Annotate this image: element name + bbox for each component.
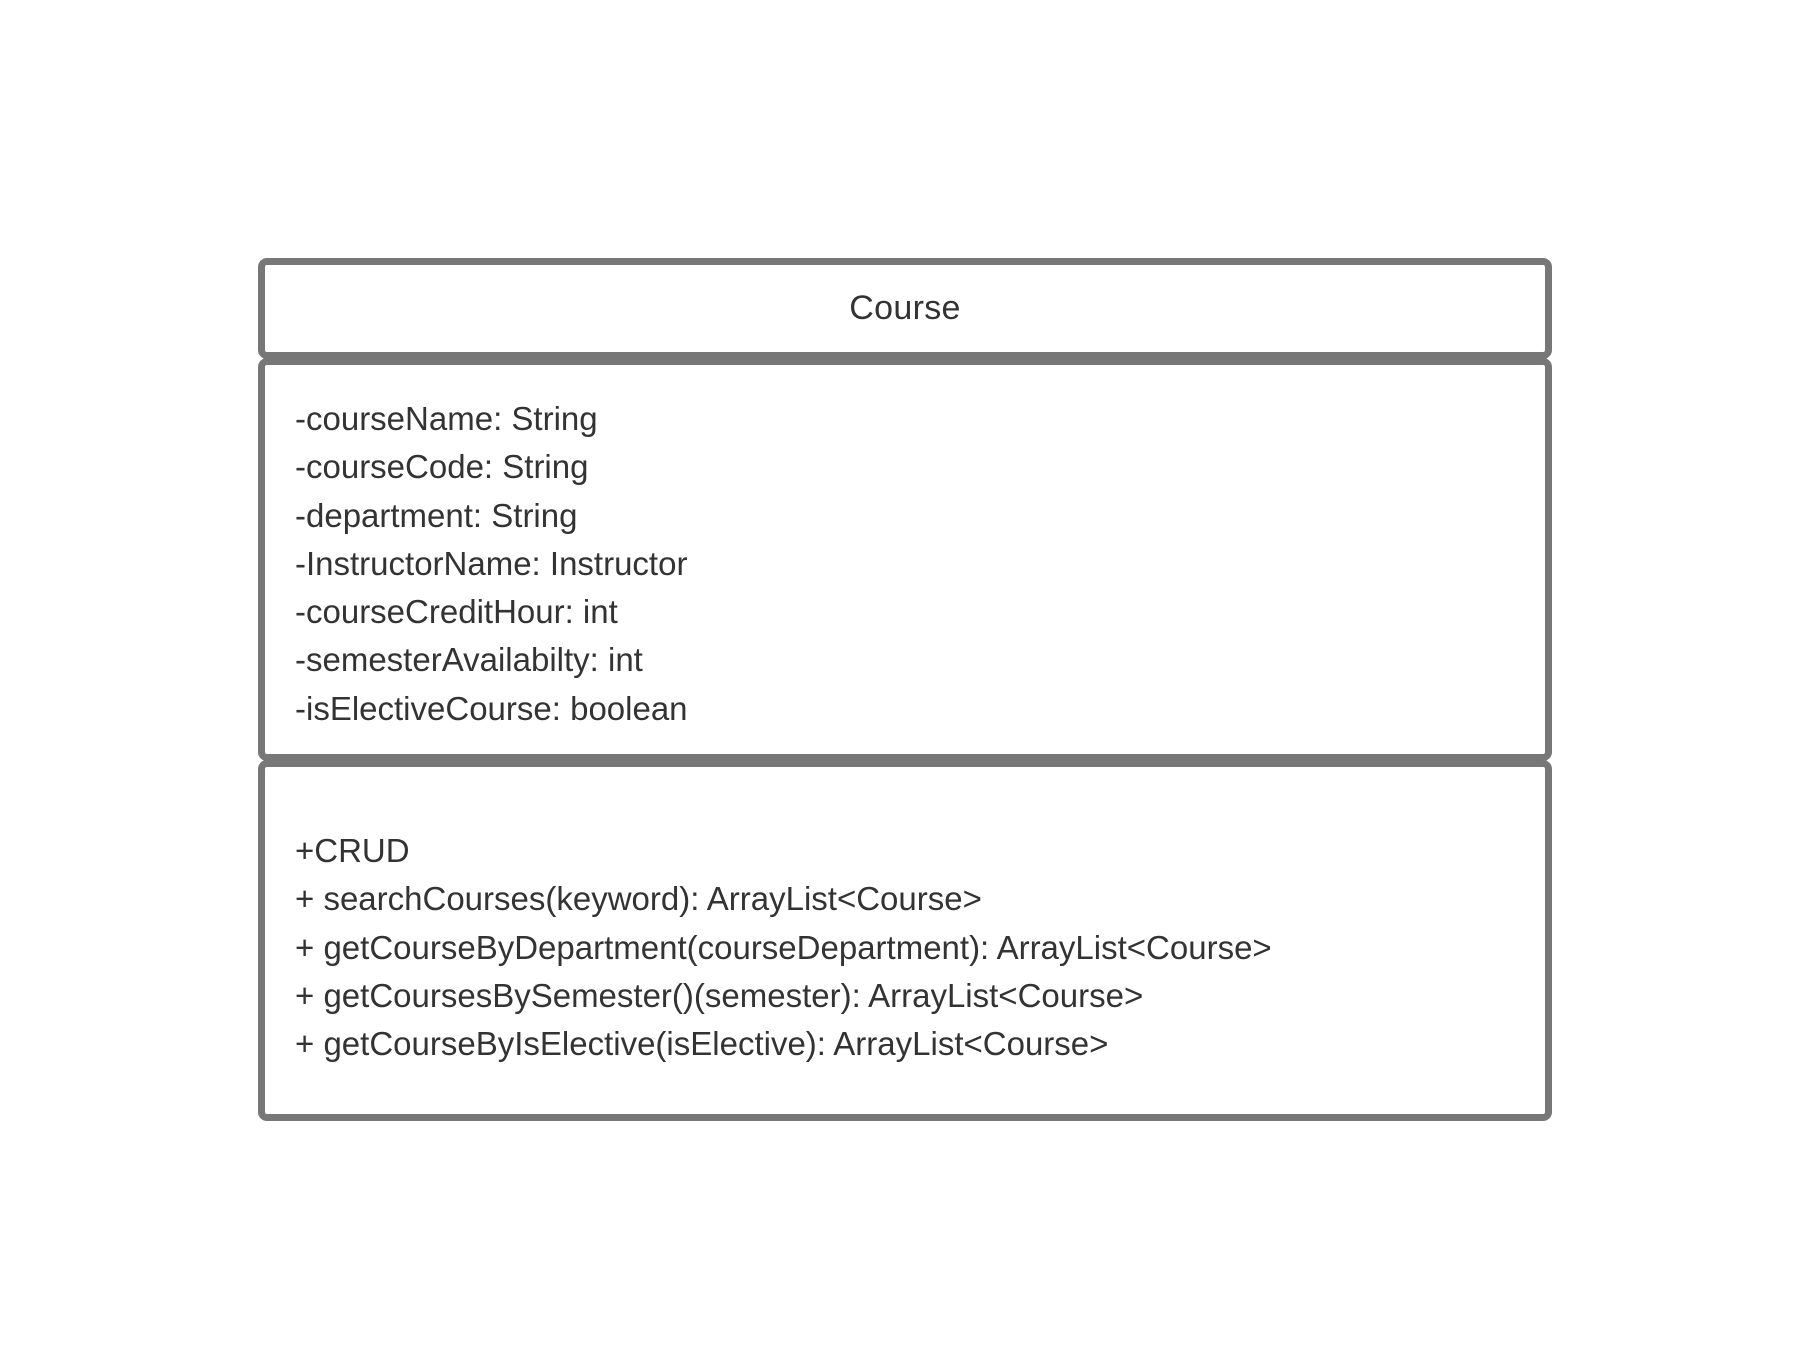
- method-get-course-by-department: + getCourseByDepartment(courseDepartment…: [295, 928, 1272, 966]
- attribute-semester-availability: -semesterAvailabilty: int: [295, 641, 643, 679]
- method-crud: +CRUD: [295, 832, 410, 869]
- class-name-compartment: Course: [258, 258, 1552, 359]
- method-get-courses-by-semester: + getCoursesBySemester()(semester): Arra…: [295, 976, 1144, 1014]
- method-search-courses: + searchCourses(keyword): ArrayList<Cour…: [295, 880, 982, 918]
- attributes-compartment: -courseName: String -courseCode: String …: [258, 358, 1552, 761]
- attribute-is-elective-course: -isElectiveCourse: boolean: [295, 689, 688, 727]
- attribute-course-code: -courseCode: String: [295, 448, 589, 486]
- methods-compartment: +CRUD + searchCourses(keyword): ArrayLis…: [258, 760, 1552, 1121]
- class-name: Course: [849, 289, 961, 327]
- method-get-course-by-is-elective: + getCourseByIsElective(isElective): Arr…: [295, 1025, 1109, 1063]
- attribute-course-name: -courseName: String: [295, 400, 598, 437]
- uml-class-course: Course -courseName: String -courseCode: …: [258, 258, 1552, 1121]
- attribute-instructor-name: -InstructorName: Instructor: [295, 544, 688, 582]
- attribute-department: -department: String: [295, 496, 578, 534]
- attribute-course-credit-hour: -courseCreditHour: int: [295, 593, 618, 631]
